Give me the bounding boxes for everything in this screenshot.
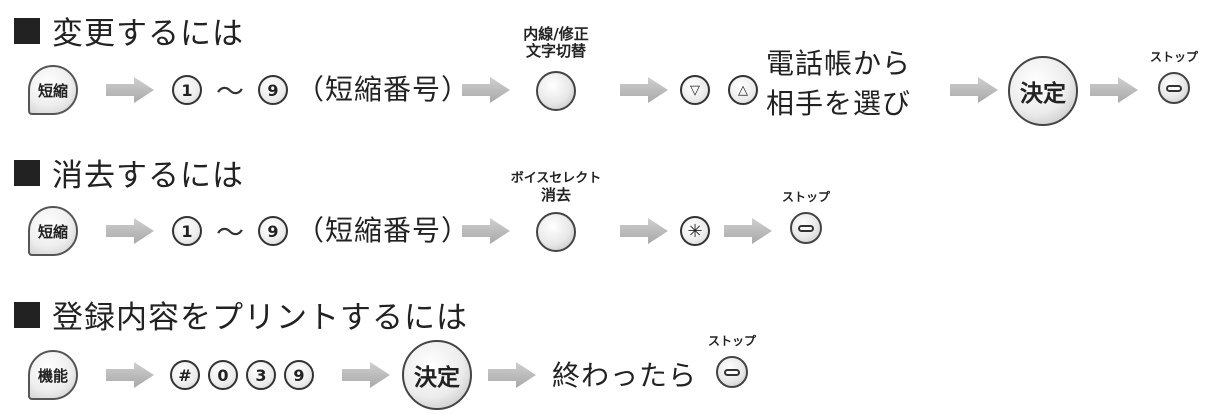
- heading-square-icon: [14, 17, 40, 44]
- heading-text: 消去するには: [52, 158, 244, 194]
- stop-label: ストップ: [1149, 50, 1198, 64]
- asterisk-key[interactable]: ✳: [680, 216, 710, 246]
- stop-button[interactable]: [716, 356, 748, 388]
- stop-button[interactable]: [1158, 72, 1190, 104]
- section-heading-change: 変更するには: [14, 8, 244, 53]
- arrow-icon: [950, 77, 998, 103]
- stop-label: ストップ: [781, 190, 830, 204]
- arrow-icon: [106, 218, 154, 244]
- phonebook-instruction-line2: 相手を選び: [766, 87, 912, 120]
- confirm-button[interactable]: 決定: [402, 340, 472, 410]
- digit-key-9[interactable]: 9: [258, 216, 288, 246]
- edit-switch-button[interactable]: [536, 71, 576, 111]
- digit-key-0[interactable]: 0: [208, 360, 238, 390]
- speed-dial-number-label: （短縮番号）: [296, 73, 471, 106]
- arrow-icon: [342, 362, 390, 388]
- when-finished-text: 終わったら: [552, 359, 698, 392]
- down-button[interactable]: ▽: [680, 75, 710, 105]
- edit-switch-label-line2: 文字切替: [525, 42, 586, 60]
- arrow-icon: [488, 362, 536, 388]
- heading-square-icon: [14, 301, 40, 328]
- range-tilde: ～: [216, 216, 245, 249]
- stop-label: ストップ: [707, 334, 756, 348]
- phonebook-instruction: 電話帳から 相手を選び: [766, 42, 911, 122]
- arrow-icon: [106, 77, 154, 103]
- arrow-icon: [462, 218, 510, 244]
- arrow-icon: [620, 77, 668, 103]
- speed-dial-key[interactable]: 短縮: [28, 65, 78, 115]
- phonebook-instruction-line1: 電話帳から: [766, 47, 912, 80]
- section-heading-print: 登録内容をプリントするには: [14, 292, 468, 337]
- hash-key[interactable]: #: [170, 360, 200, 390]
- edit-switch-label-line1: 内線/修正: [523, 25, 589, 43]
- digit-key-1[interactable]: 1: [172, 216, 202, 246]
- arrow-icon: [106, 362, 154, 388]
- delete-steps-row: 短縮 1 ～ 9 （短縮番号） ボイスセレクト 消去 ✳ ストップ: [0, 171, 1214, 272]
- digit-key-3[interactable]: 3: [246, 360, 276, 390]
- heading-square-icon: [14, 159, 40, 186]
- digit-key-9[interactable]: 9: [258, 75, 288, 105]
- heading-text: 登録内容をプリントするには: [52, 300, 468, 336]
- edit-switch-label: 内線/修正 文字切替: [514, 26, 598, 60]
- arrow-icon: [620, 218, 668, 244]
- stop-button[interactable]: [790, 212, 822, 244]
- speed-dial-number-label: （短縮番号）: [296, 214, 471, 247]
- up-button[interactable]: △: [728, 75, 758, 105]
- section-heading-delete: 消去するには: [14, 150, 244, 195]
- stop-bar-icon: [724, 368, 740, 376]
- arrow-icon: [724, 218, 772, 244]
- digit-key-1[interactable]: 1: [172, 75, 202, 105]
- function-key[interactable]: 機能: [28, 350, 78, 400]
- change-steps-row: 短縮 1 ～ 9 （短縮番号） 内線/修正 文字切替 ▽ △ 電話帳から 相手を…: [0, 26, 1214, 128]
- voice-select-delete-label: ボイスセレクト 消去: [506, 170, 606, 204]
- heading-text: 変更するには: [52, 16, 244, 52]
- range-tilde: ～: [216, 75, 245, 108]
- speed-dial-key[interactable]: 短縮: [28, 206, 78, 256]
- voice-select-label-line1: ボイスセレクト: [510, 171, 602, 186]
- print-steps-row: 機能 # 0 3 9 決定 終わったら ストップ: [0, 334, 1214, 414]
- stop-bar-icon: [798, 224, 814, 232]
- voice-select-label-line2: 消去: [540, 186, 571, 204]
- voice-select-delete-button[interactable]: [536, 212, 576, 252]
- arrow-icon: [462, 77, 510, 103]
- digit-key-9[interactable]: 9: [284, 360, 314, 390]
- confirm-button[interactable]: 決定: [1008, 56, 1078, 126]
- stop-bar-icon: [1166, 84, 1182, 92]
- arrow-icon: [1090, 77, 1138, 103]
